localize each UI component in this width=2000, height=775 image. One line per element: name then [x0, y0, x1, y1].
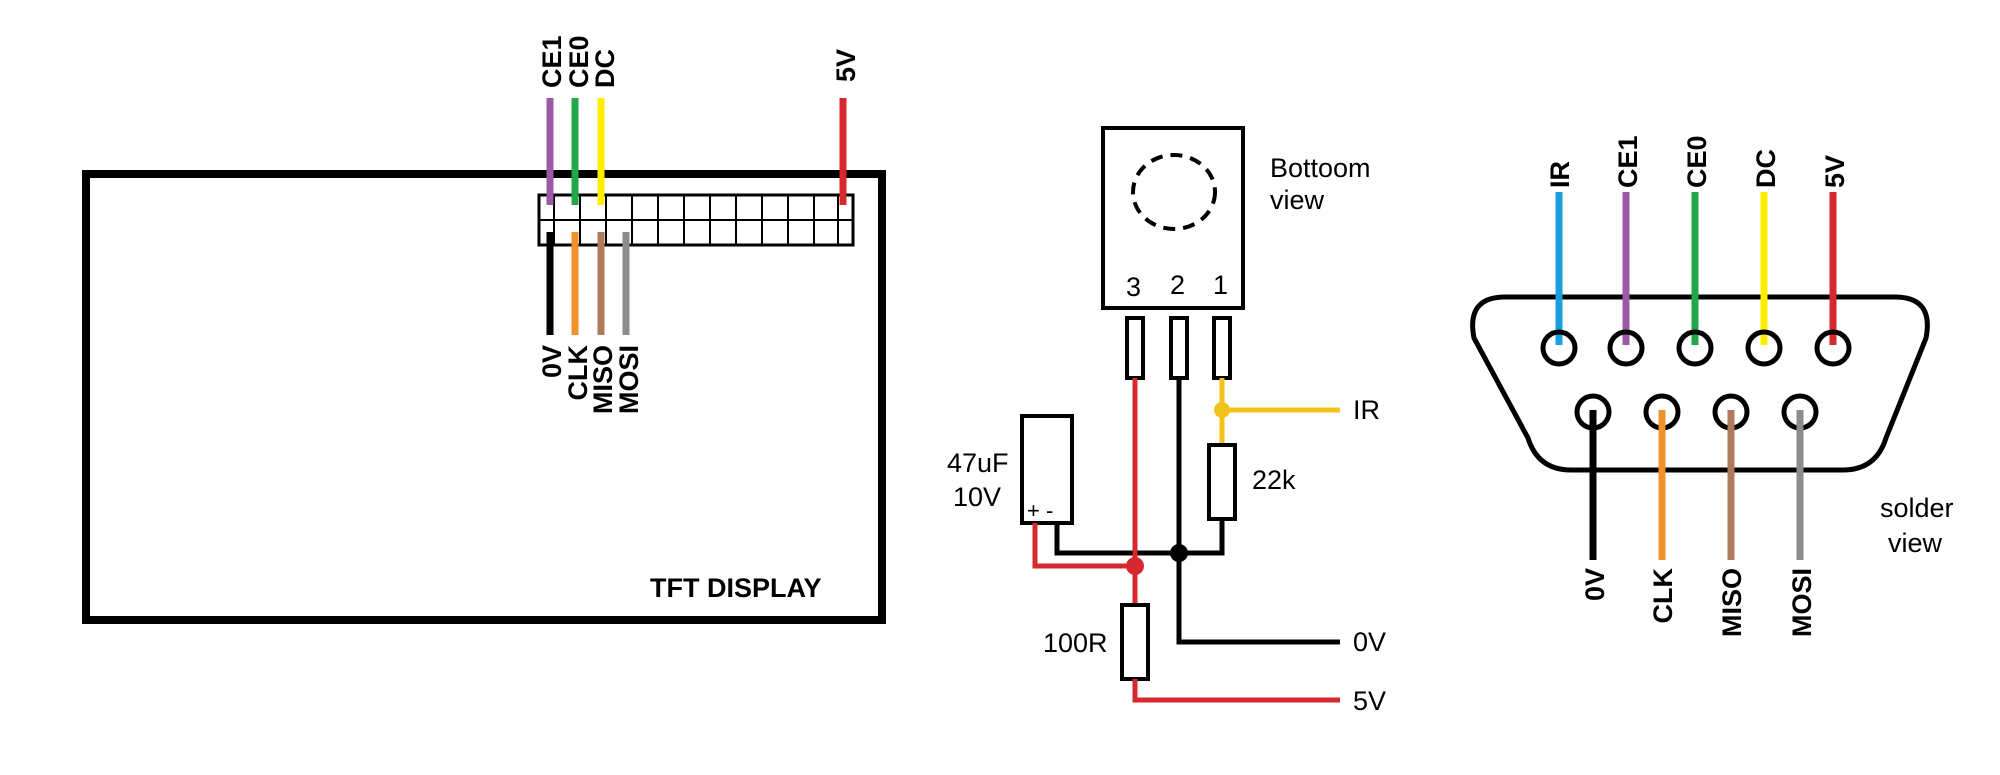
dsub-label-0v: 0V	[1580, 568, 1610, 601]
ir-receiver-lens	[1131, 153, 1217, 231]
resistor-100r-label: 100R	[1043, 628, 1108, 658]
dsub-shell	[1470, 294, 1930, 473]
capacitor-voltage-label: 10V	[953, 482, 1001, 512]
ir-view-label-2: view	[1270, 185, 1325, 215]
supply-5v-label: 5V	[1353, 686, 1386, 716]
supply-5v-wire	[1132, 679, 1340, 703]
ground-label: 0V	[1353, 627, 1386, 657]
tft-label-0v: 0V	[537, 345, 567, 378]
resistor-22k	[1207, 443, 1237, 521]
dsub-pin-ce0	[1676, 329, 1714, 367]
ir-pin-number-2: 2	[1170, 270, 1185, 300]
dsub-label-miso: MISO	[1717, 568, 1747, 637]
tft-label-ce0: CE0	[564, 35, 594, 88]
capacitor-plus-lead	[1032, 523, 1135, 569]
ir-signal-wire	[1219, 378, 1340, 413]
dsub-label-clk: CLK	[1648, 568, 1678, 624]
tft-label-5v: 5V	[831, 49, 861, 82]
ir-pin-2	[1169, 316, 1189, 380]
tft-label-clk: CLK	[563, 345, 593, 401]
ir-pin-number-1: 1	[1213, 270, 1228, 300]
tft-label-ce1: CE1	[537, 35, 567, 88]
tft-label-miso: MISO	[588, 345, 618, 414]
ground-wire	[1176, 378, 1340, 645]
dsub-view-label-2: view	[1888, 528, 1943, 558]
ir-circuit: Bottoom view 3 2 1 IR 22k 0V 100R 5V + -…	[947, 126, 1386, 716]
r22k-bottom-lead	[1054, 519, 1225, 556]
dsub-label-ce1: CE1	[1613, 135, 1643, 188]
dsub-pin-dc	[1745, 329, 1783, 367]
dsub-pin-ir	[1540, 329, 1578, 367]
resistor-22k-label: 22k	[1252, 465, 1296, 495]
ir-pin-1	[1212, 316, 1232, 380]
dsub-label-ir: IR	[1545, 161, 1575, 188]
ir-receiver-body	[1101, 126, 1245, 310]
capacitor-polarity: + -	[1027, 498, 1053, 523]
dsub-label-ce0: CE0	[1682, 135, 1712, 188]
tft-title: TFT DISPLAY	[650, 573, 822, 603]
tft-label-dc: DC	[590, 49, 620, 88]
ground-junction	[1170, 544, 1188, 562]
ir-pin-number-3: 3	[1126, 272, 1141, 302]
dsub-connector: IR CE1 CE0 DC 5V 0V CLK MISO MOSI solder…	[1470, 135, 1954, 637]
dsub-pin-ce1	[1607, 329, 1645, 367]
capacitor-47uf	[1020, 414, 1074, 525]
dsub-label-dc: DC	[1751, 149, 1781, 188]
tft-display: CE1 CE0 DC 5V 0V CLK MISO MOSI TFT DISPL…	[82, 35, 886, 624]
dsub-label-5v: 5V	[1820, 155, 1850, 188]
ir-label: IR	[1353, 395, 1380, 425]
tft-header-connector	[537, 193, 855, 247]
dsub-label-mosi: MOSI	[1787, 568, 1817, 637]
resistor-100r	[1120, 603, 1150, 681]
dsub-view-label-1: solder	[1880, 493, 1954, 523]
tft-display-frame	[82, 170, 886, 624]
ir-view-label-1: Bottoom	[1270, 153, 1371, 183]
ir-pin-3	[1125, 316, 1145, 380]
tft-label-mosi: MOSI	[614, 345, 644, 414]
capacitor-value-label: 47uF	[947, 448, 1009, 478]
dsub-pin-5v	[1814, 329, 1852, 367]
